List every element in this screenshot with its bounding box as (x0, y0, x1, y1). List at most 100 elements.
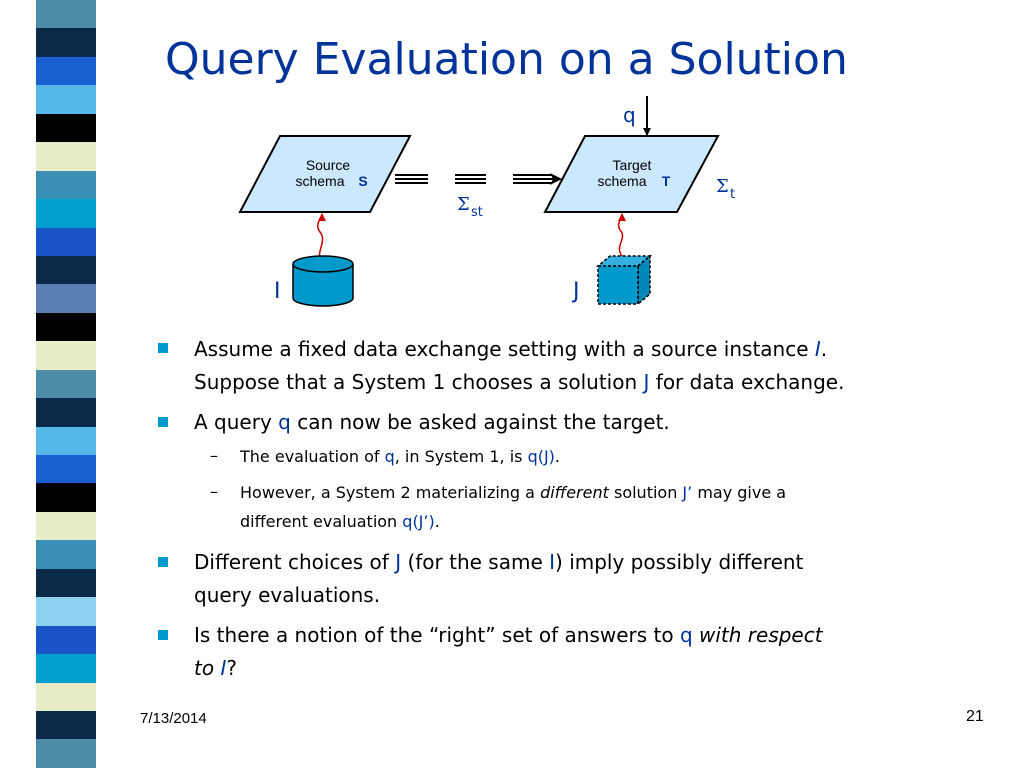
stripe-segment (36, 398, 96, 427)
decorative-stripe-bar (36, 0, 96, 768)
bullet-square-icon (158, 417, 168, 427)
instance-j-label: J (571, 279, 580, 304)
stripe-segment (36, 28, 96, 57)
bullet-4-line-2: to I? (194, 651, 237, 685)
query-q: q (679, 623, 693, 647)
stripe-segment (36, 739, 96, 768)
text: solution (608, 483, 683, 502)
stripe-segment (36, 710, 96, 740)
solution-j: J (643, 370, 650, 394)
stripe-segment (36, 597, 96, 626)
text: . (820, 337, 828, 361)
source-symbol: S (358, 173, 367, 189)
text: Assume a fixed data exchange setting wit… (194, 337, 815, 361)
text: A query (194, 410, 279, 434)
bullet-4-line-1: Is there a notion of the “right” set of … (194, 618, 823, 652)
solution-j-prime: J’ (682, 483, 693, 502)
data-exchange-diagram: Source schema S Target schema T Σ st Σ t… (238, 96, 735, 307)
text-italic: to (194, 656, 221, 680)
stripe-segment (36, 625, 96, 655)
sub-bullet-1: The evaluation of q, in System 1, is q(J… (240, 442, 560, 472)
bullet-2: A query q can now be asked against the t… (194, 405, 670, 439)
query-q: q (278, 410, 291, 434)
bullet-1-line-2: Suppose that a System 1 chooses a soluti… (194, 365, 844, 399)
text: Is there a notion of the “right” set of … (194, 623, 680, 647)
stripe-segment (36, 142, 96, 171)
stripe-segment (36, 654, 96, 683)
stripe-segment (36, 199, 96, 228)
text: . (434, 512, 440, 531)
query-q: q (384, 447, 395, 466)
stripe-segment (36, 0, 96, 29)
bullet-1-line-1: Assume a fixed data exchange setting wit… (194, 332, 827, 366)
text: (for the same (401, 550, 550, 574)
sub-bullet-2-line-1: However, a System 2 materializing a diff… (240, 478, 786, 508)
stripe-segment (36, 227, 96, 256)
instance-i-label: I (274, 279, 281, 304)
stripe-segment (36, 85, 96, 114)
text-italic: different (540, 483, 609, 502)
text: The evaluation of (240, 447, 385, 466)
sigma-t: Σ (716, 176, 729, 197)
slide-date: 7/13/2014 (140, 710, 207, 727)
text: for data exchange. (649, 370, 845, 394)
dashed-cube-icon (595, 254, 653, 306)
text: However, a System 2 materializing a (240, 483, 541, 502)
dash-marker: – (210, 446, 218, 465)
bullet-square-icon (158, 343, 168, 353)
source-schema-label: Source (306, 157, 351, 173)
sub-bullet-2-line-2: different evaluation q(J’). (240, 507, 440, 537)
stripe-segment (36, 341, 96, 370)
sigma-st: Σ (457, 194, 470, 215)
target-schema-label: Target (613, 157, 652, 173)
text: can now be asked against the target. (290, 410, 670, 434)
slide-number: 21 (966, 708, 984, 725)
target-schema-shape (543, 135, 720, 213)
text: . (554, 447, 561, 466)
bullet-square-icon (158, 557, 168, 567)
text-italic: with respect (692, 623, 823, 647)
instance-i: I (549, 550, 556, 574)
stripe-segment (36, 312, 96, 342)
target-symbol: T (662, 173, 671, 189)
stripe-segment (36, 568, 96, 598)
text: Suppose that a System 1 chooses a soluti… (194, 370, 644, 394)
slide-title: Query Evaluation on a Solution (165, 34, 848, 85)
instance-j-arrow (617, 213, 626, 257)
text: Different choices of (194, 550, 396, 574)
dash-marker: – (210, 482, 218, 501)
text: may give a (692, 483, 787, 502)
bullet-3-line-1: Different choices of J (for the same I) … (194, 545, 803, 579)
query-result: q(J) (527, 447, 555, 466)
query-result: q(J’) (402, 512, 435, 531)
mapping-arrow (395, 173, 562, 185)
text: ) imply possibly different (555, 550, 804, 574)
instance-i: I (814, 337, 821, 361)
source-schema-shape (238, 135, 412, 213)
source-schema-label-2: schema (295, 173, 344, 189)
stripe-segment (36, 483, 96, 512)
stripe-segment (36, 426, 96, 455)
instance-i-arrow (317, 213, 326, 265)
stripe-segment (36, 170, 96, 200)
target-schema-label-2: schema (597, 173, 646, 189)
text: ? (226, 656, 237, 680)
stripe-segment (36, 511, 96, 541)
stripe-segment (36, 113, 96, 143)
sigma-t-subscript: t (730, 187, 735, 202)
instance-i: I (220, 656, 227, 680)
solution-j: J (395, 550, 402, 574)
sigma-st-subscript: st (471, 205, 483, 220)
stripe-segment (36, 255, 96, 285)
stripe-segment (36, 56, 96, 86)
text: , in System 1, is (394, 447, 528, 466)
database-cylinder-icon (292, 255, 354, 307)
stripe-segment (36, 455, 96, 484)
bullet-3-line-2: query evaluations. (194, 583, 381, 607)
bullet-square-icon (158, 630, 168, 640)
stripe-segment (36, 284, 96, 313)
stripe-segment (36, 369, 96, 399)
stripe-segment (36, 682, 96, 711)
query-label: q (623, 103, 636, 127)
text: different evaluation (240, 512, 403, 531)
